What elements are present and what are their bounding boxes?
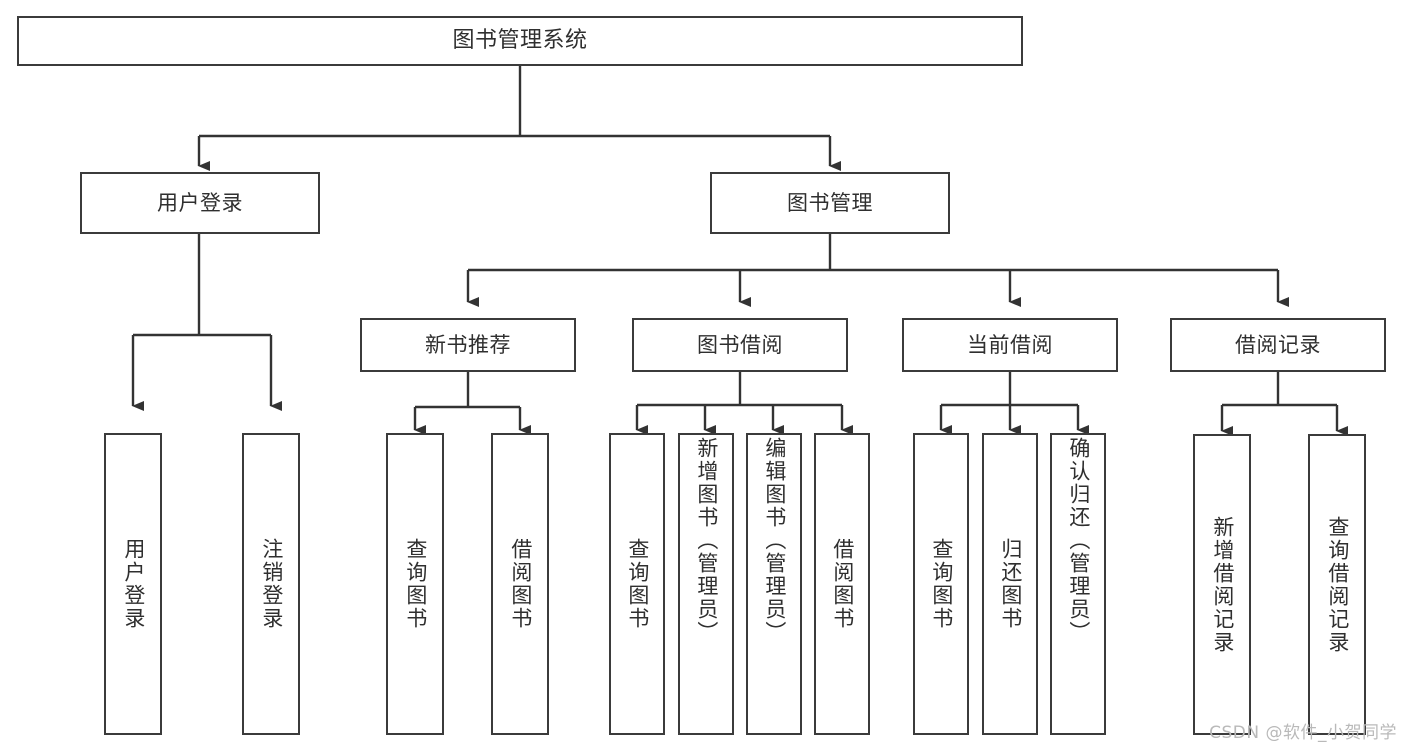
node-borrow-record[interactable]: 借阅记录: [1170, 318, 1386, 372]
leaf-edit-book-admin-label: 编辑图书（管理员）: [762, 437, 787, 644]
leaf-user-login-label: 用户登录: [121, 538, 146, 630]
node-book-management[interactable]: 图书管理: [710, 172, 950, 234]
leaf-query-book-newbook-label: 查询图书: [403, 538, 428, 630]
node-user-login-label: 用户登录: [157, 190, 243, 215]
leaf-user-login-inner: 用户登录: [106, 435, 160, 733]
leaf-return-book-inner: 归还图书: [984, 435, 1036, 733]
node-book-borrow-label: 图书借阅: [697, 332, 783, 357]
node-user-login[interactable]: 用户登录: [80, 172, 320, 234]
node-new-book-recommend-label: 新书推荐: [425, 332, 511, 357]
leaf-logout-inner: 注销登录: [244, 435, 298, 733]
node-current-borrow[interactable]: 当前借阅: [902, 318, 1118, 372]
leaf-logout[interactable]: 注销登录: [242, 433, 300, 735]
leaf-add-book-admin-label: 新增图书（管理员）: [694, 437, 719, 644]
leaf-borrow-book-borrow[interactable]: 借阅图书: [814, 433, 870, 735]
leaf-borrow-book-newbook-inner: 借阅图书: [493, 435, 547, 733]
leaf-borrow-book-borrow-label: 借阅图书: [830, 538, 855, 630]
leaf-edit-book-admin[interactable]: 编辑图书（管理员）: [746, 433, 802, 735]
leaf-confirm-return-admin[interactable]: 确认归还（管理员）: [1050, 433, 1106, 735]
leaf-query-book-borrow-label: 查询图书: [625, 538, 650, 630]
leaf-logout-label: 注销登录: [259, 538, 284, 630]
leaf-borrow-book-newbook-label: 借阅图书: [508, 538, 533, 630]
leaf-add-book-admin[interactable]: 新增图书（管理员）: [678, 433, 734, 735]
leaf-query-book-current[interactable]: 查询图书: [913, 433, 969, 735]
node-new-book-recommend[interactable]: 新书推荐: [360, 318, 576, 372]
node-book-borrow[interactable]: 图书借阅: [632, 318, 848, 372]
leaf-add-borrow-record-label: 新增借阅记录: [1210, 515, 1235, 654]
leaf-query-book-newbook-inner: 查询图书: [388, 435, 442, 733]
leaf-query-borrow-record[interactable]: 查询借阅记录: [1308, 434, 1366, 735]
leaf-query-borrow-record-inner: 查询借阅记录: [1310, 436, 1364, 733]
node-book-management-label: 图书管理: [787, 190, 873, 215]
node-root-system[interactable]: 图书管理系统: [17, 16, 1023, 66]
leaf-edit-book-admin-inner: 编辑图书（管理员）: [748, 435, 800, 735]
leaf-return-book[interactable]: 归还图书: [982, 433, 1038, 735]
leaf-query-book-borrow-inner: 查询图书: [611, 435, 663, 733]
csdn-watermark: CSDN @软件_小贺同学: [1209, 723, 1397, 743]
leaf-borrow-book-borrow-inner: 借阅图书: [816, 435, 868, 733]
node-root-label: 图书管理系统: [452, 28, 588, 54]
leaf-query-book-current-inner: 查询图书: [915, 435, 967, 733]
leaf-confirm-return-admin-label: 确认归还（管理员）: [1066, 437, 1091, 644]
node-current-borrow-label: 当前借阅: [967, 332, 1053, 357]
leaf-add-borrow-record[interactable]: 新增借阅记录: [1193, 434, 1251, 735]
leaf-borrow-book-newbook[interactable]: 借阅图书: [491, 433, 549, 735]
leaf-add-book-admin-inner: 新增图书（管理员）: [680, 435, 732, 735]
node-borrow-record-label: 借阅记录: [1235, 332, 1321, 357]
leaf-user-login[interactable]: 用户登录: [104, 433, 162, 735]
leaf-query-book-newbook[interactable]: 查询图书: [386, 433, 444, 735]
leaf-confirm-return-admin-inner: 确认归还（管理员）: [1052, 435, 1104, 735]
leaf-return-book-label: 归还图书: [998, 538, 1023, 630]
leaf-query-borrow-record-label: 查询借阅记录: [1325, 515, 1350, 654]
leaf-query-book-borrow[interactable]: 查询图书: [609, 433, 665, 735]
leaf-query-book-current-label: 查询图书: [929, 538, 954, 630]
leaf-add-borrow-record-inner: 新增借阅记录: [1195, 436, 1249, 733]
